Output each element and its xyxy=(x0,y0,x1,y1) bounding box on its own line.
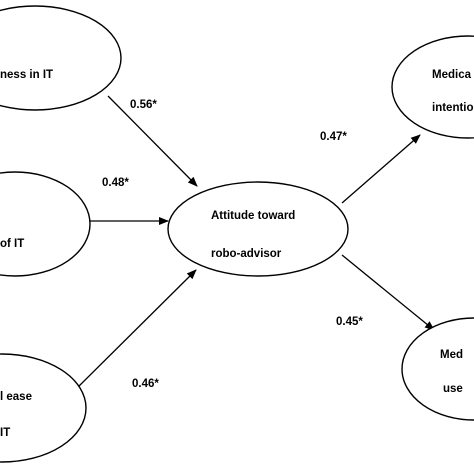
node-center-label-line-2: robo-advisor xyxy=(211,248,282,260)
node-right-bottom-ellipse xyxy=(401,317,474,421)
node-left-bottom: l ease IT xyxy=(0,353,87,463)
node-left-middle-label-line-1: of IT xyxy=(0,238,24,250)
edge-label-left-top-to-center: 0.56* xyxy=(130,99,157,111)
edges xyxy=(72,95,435,393)
edge-arrow-left-bottom-to-center xyxy=(72,269,197,393)
edge-label-left-bottom-to-center: 0.46* xyxy=(132,378,159,390)
edge-label-center-to-right-top: 0.47* xyxy=(320,131,347,143)
node-left-top: ness in IT xyxy=(0,5,122,111)
node-center: Attitude toward robo-advisor xyxy=(167,181,349,277)
edge-label-left-middle-to-center: 0.48* xyxy=(102,177,129,189)
node-right-bottom-label-line-2: use xyxy=(443,383,463,395)
edge-arrow-center-to-right-top xyxy=(341,134,421,204)
edge-label-center-to-right-bottom: 0.45* xyxy=(336,316,363,328)
edge-labels: 0.56* 0.48* 0.46* 0.47* 0.45* xyxy=(102,99,363,390)
edge-arrow-center-to-right-bottom xyxy=(341,254,435,331)
node-left-bottom-ellipse xyxy=(0,353,87,463)
node-left-top-ellipse xyxy=(0,5,122,111)
node-left-middle-ellipse xyxy=(0,171,91,277)
node-left-middle: of IT xyxy=(0,171,91,277)
node-right-top-label-line-1: Medica xyxy=(432,69,472,81)
node-right-bottom-label-line-1: Med xyxy=(440,349,463,361)
node-left-bottom-label-line-1: l ease xyxy=(0,391,32,403)
edge-arrow-left-top-to-center xyxy=(107,95,198,187)
node-right-top-ellipse xyxy=(391,35,474,139)
node-left-bottom-label-line-2: IT xyxy=(0,427,10,439)
node-right-top-label-line-2: intentio xyxy=(432,102,474,114)
node-center-ellipse xyxy=(167,181,349,277)
node-right-bottom: Med use xyxy=(401,317,474,421)
node-left-top-label-line-1: ness in IT xyxy=(0,69,53,81)
node-right-top: Medica intentio xyxy=(391,35,474,139)
node-center-label-line-1: Attitude toward xyxy=(211,210,295,222)
